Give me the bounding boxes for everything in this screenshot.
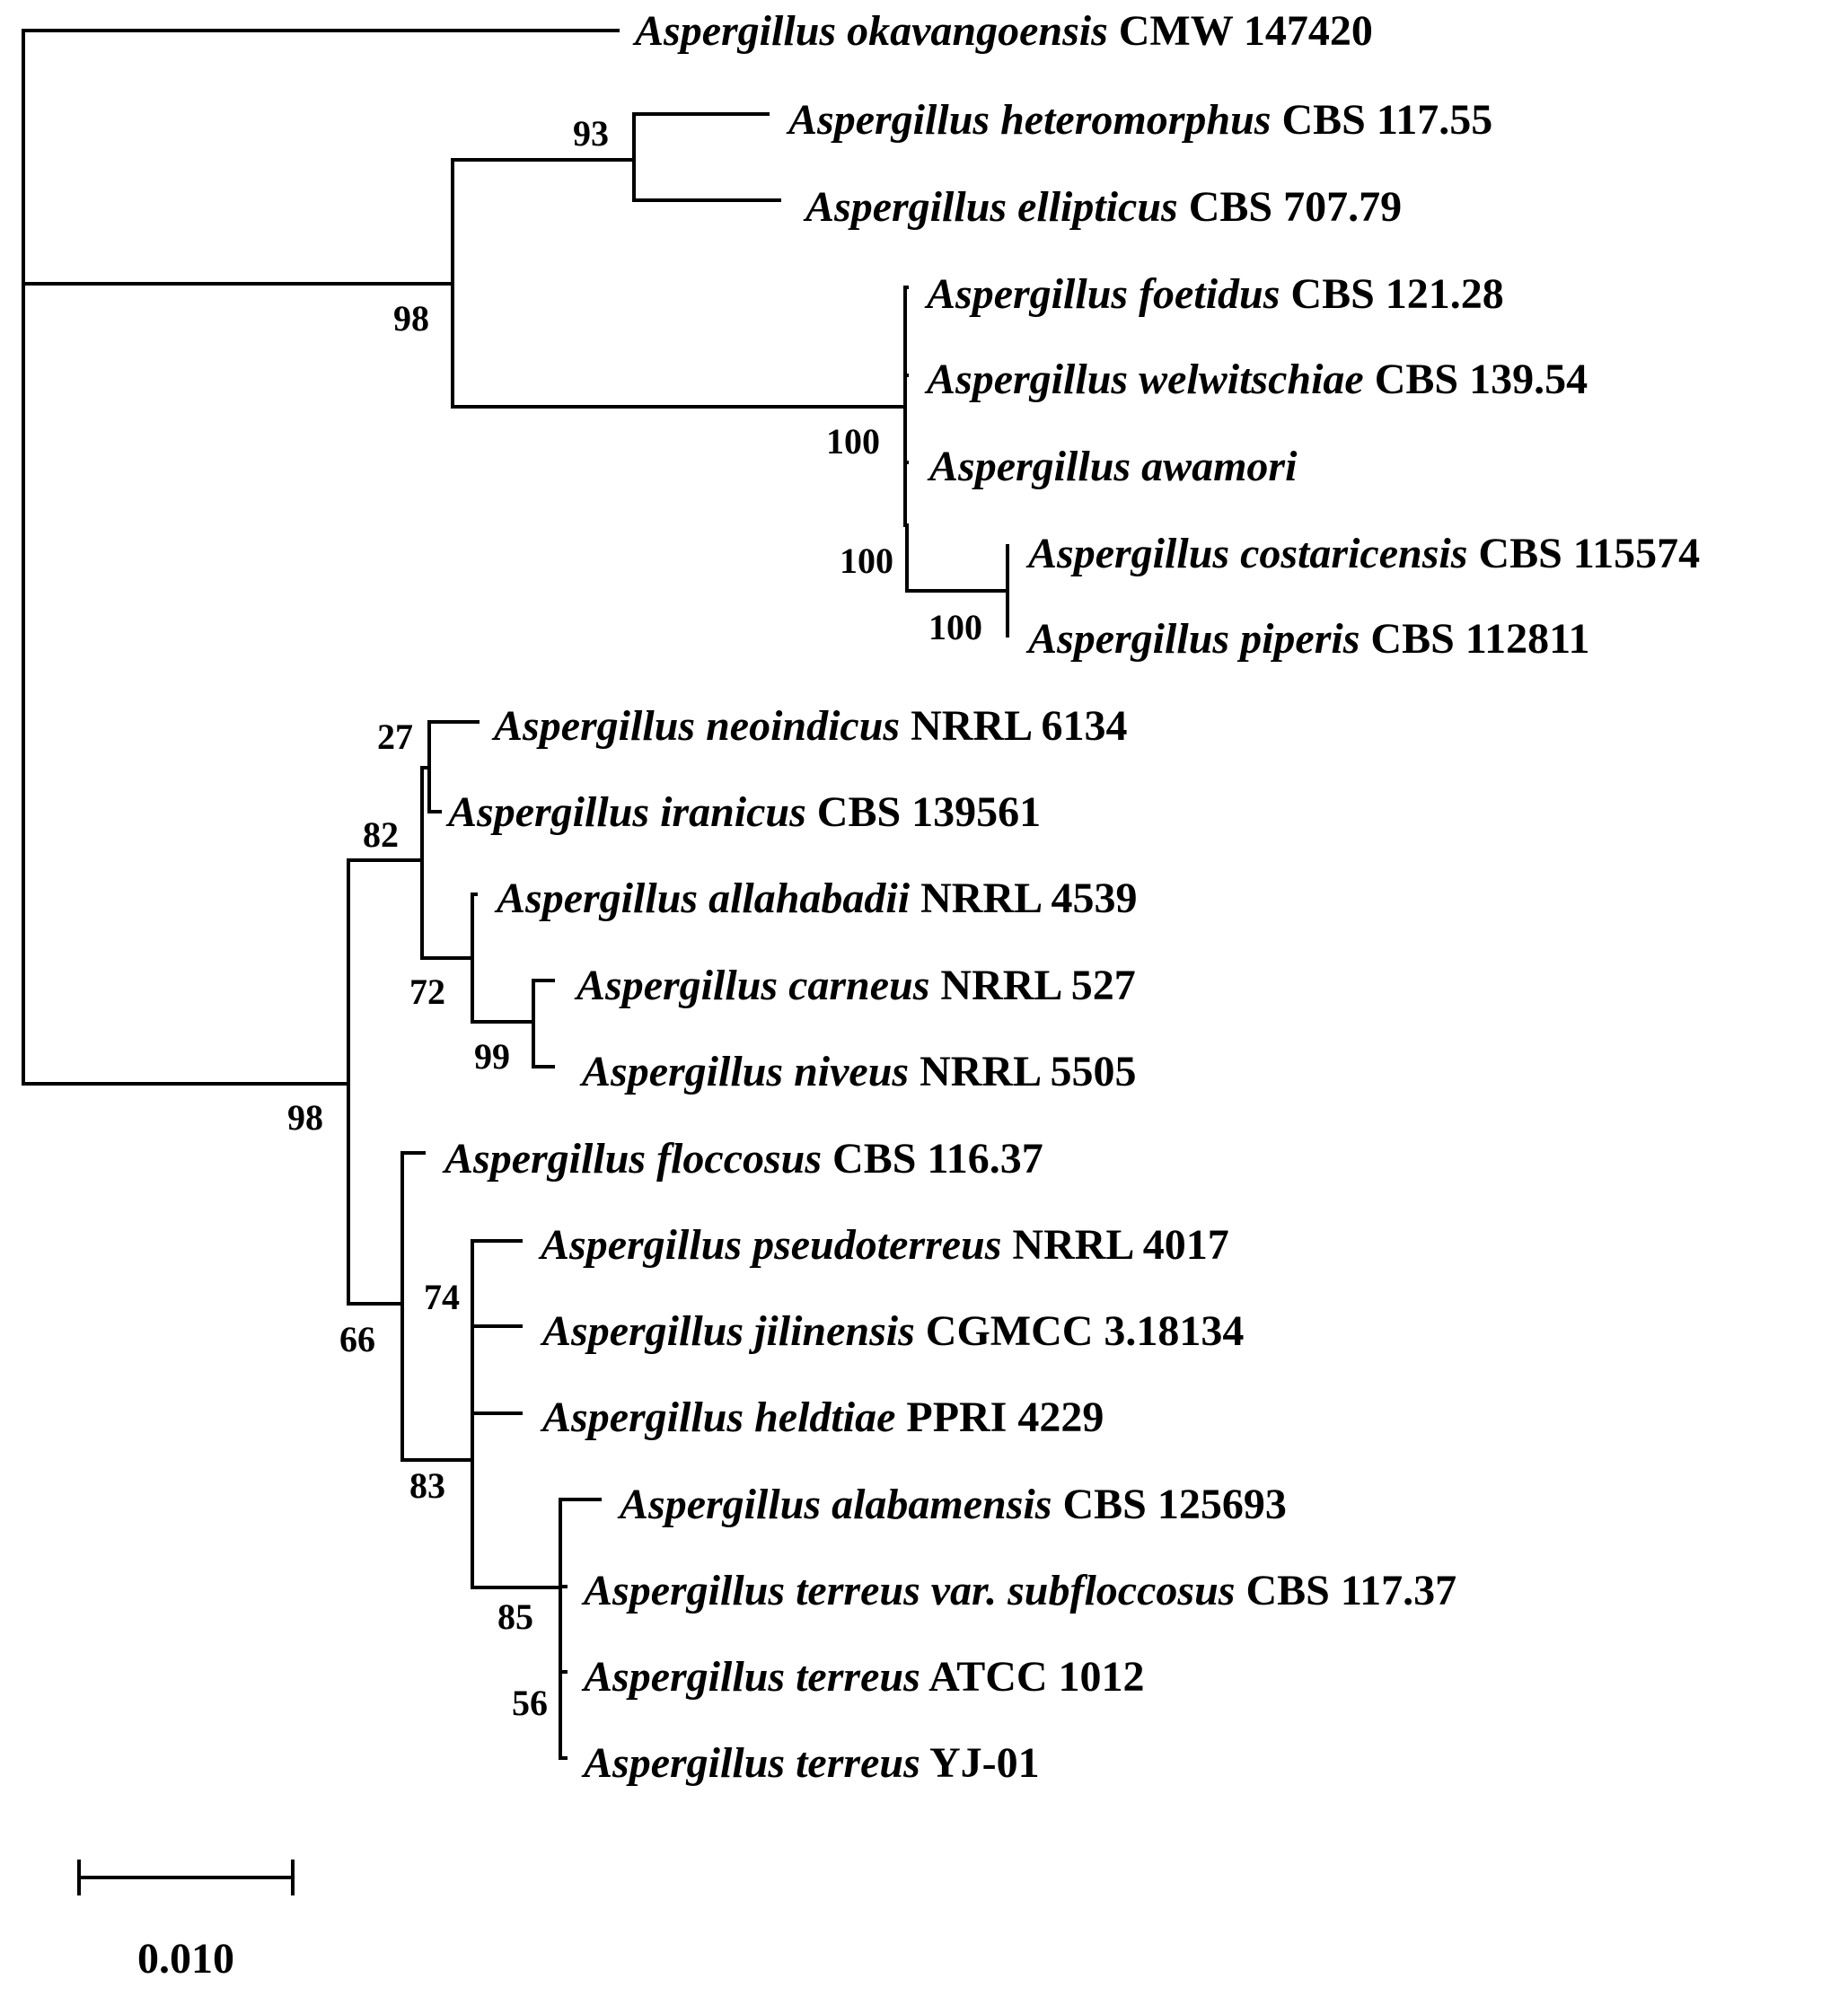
bootstrap-terreus-carneus: 98 (287, 1097, 323, 1138)
taxon-label-subfloccosus: Aspergillus terreus var. subfloccosus CB… (581, 1567, 1456, 1614)
taxon-label-terreus-yj: Aspergillus terreus YJ-01 (581, 1739, 1040, 1787)
taxon-label-iranicus: Aspergillus iranicus CBS 139561 (445, 788, 1041, 836)
taxon-label-okavangoensis: Aspergillus okavangoensis CMW 147420 (632, 7, 1373, 55)
bootstrap-niger-clade: 98 (393, 298, 429, 339)
tree-branches (22, 29, 1009, 1760)
taxon-label-neoindicus: Aspergillus neoindicus NRRL 6134 (491, 702, 1127, 750)
bootstrap-alabamensis-group: 85 (497, 1596, 533, 1637)
taxon-strain-heldtiae: PPRI 4229 (895, 1394, 1104, 1441)
taxon-label-heldtiae: Aspergillus heldtiae PPRI 4229 (540, 1394, 1104, 1441)
taxon-strain-okavangoensis: CMW 147420 (1108, 7, 1373, 55)
taxon-strain-niveus: NRRL 5505 (909, 1048, 1136, 1095)
taxon-label-pseudoterreus: Aspergillus pseudoterreus NRRL 4017 (538, 1221, 1229, 1269)
taxon-species-okavangoensis: Aspergillus okavangoensis (632, 7, 1108, 55)
bootstrap-values: 93 98 100 100 100 27 82 72 99 98 66 74 83 85 56 (287, 113, 982, 1723)
taxon-species-allahabadii: Aspergillus allahabadii (494, 875, 911, 922)
taxon-species-welwitschiae: Aspergillus welwitschiae (924, 356, 1364, 403)
taxon-strain-pseudoterreus: NRRL 4017 (1001, 1221, 1228, 1269)
taxon-strain-piperis: CBS 112811 (1360, 615, 1589, 663)
taxon-strain-welwitschiae: CBS 139.54 (1364, 356, 1588, 403)
taxon-label-terreus-atcc: Aspergillus terreus ATCC 1012 (581, 1653, 1145, 1701)
taxon-label-niveus: Aspergillus niveus NRRL 5505 (579, 1048, 1136, 1095)
taxon-species-floccosus: Aspergillus floccosus (442, 1135, 822, 1183)
bootstrap-pseudoterreus-group: 74 (424, 1277, 460, 1317)
bootstrap-costaricensis-group: 100 (840, 541, 893, 581)
taxon-strain-foetidus: CBS 121.28 (1280, 270, 1503, 318)
taxon-species-foetidus: Aspergillus foetidus (924, 270, 1280, 318)
taxon-species-alabamensis: Aspergillus alabamensis (617, 1481, 1052, 1528)
taxon-label-jilinensis: Aspergillus jilinensis CGMCC 3.18134 (540, 1307, 1244, 1355)
taxon-species-piperis: Aspergillus piperis (1025, 615, 1360, 663)
taxon-label-foetidus: Aspergillus foetidus CBS 121.28 (924, 270, 1504, 318)
bootstrap-carneus-niveus: 99 (474, 1036, 510, 1077)
taxon-species-heteromorphus: Aspergillus heteromorphus (786, 96, 1271, 144)
taxon-strain-heteromorphus: CBS 117.55 (1271, 96, 1492, 144)
scale-bar: 0.010 (77, 1860, 295, 1983)
taxon-strain-neoindicus: NRRL 6134 (900, 702, 1127, 750)
taxon-species-costaricensis: Aspergillus costaricensis (1025, 530, 1467, 577)
taxon-label-allahabadii: Aspergillus allahabadii NRRL 4539 (494, 875, 1137, 922)
taxon-strain-ellipticus: CBS 707.79 (1178, 183, 1402, 231)
taxon-strain-allahabadii: NRRL 4539 (910, 875, 1137, 922)
bootstrap-niger-core: 100 (826, 421, 880, 462)
taxon-labels: Aspergillus okavangoensis CMW 147420Aspe… (442, 7, 1700, 1787)
taxon-label-carneus: Aspergillus carneus NRRL 527 (574, 962, 1136, 1009)
taxon-strain-iranicus: CBS 139561 (806, 788, 1041, 836)
taxon-species-terreus-yj: Aspergillus terreus (581, 1739, 920, 1787)
taxon-label-costaricensis: Aspergillus costaricensis CBS 115574 (1025, 530, 1700, 577)
taxon-strain-carneus: NRRL 527 (929, 962, 1135, 1009)
taxon-label-welwitschiae: Aspergillus welwitschiae CBS 139.54 (924, 356, 1588, 403)
taxon-label-awamori: Aspergillus awamori (927, 443, 1298, 490)
taxon-species-pseudoterreus: Aspergillus pseudoterreus (538, 1221, 1001, 1269)
scale-bar-label: 0.010 (137, 1935, 234, 1983)
taxon-label-piperis: Aspergillus piperis CBS 112811 (1025, 615, 1589, 663)
taxon-species-heldtiae: Aspergillus heldtiae (540, 1394, 895, 1441)
bootstrap-allahabadii-group: 72 (409, 972, 445, 1012)
bootstrap-neoindicus-iranicus: 27 (377, 717, 413, 757)
bootstrap-carneus-section: 82 (363, 814, 399, 855)
taxon-species-subfloccosus: Aspergillus terreus var. subfloccosus (581, 1567, 1235, 1614)
taxon-species-awamori: Aspergillus awamori (927, 443, 1298, 490)
taxon-strain-terreus-atcc: ATCC 1012 (920, 1653, 1145, 1701)
taxon-species-iranicus: Aspergillus iranicus (445, 788, 806, 836)
bootstrap-terreus-core: 83 (409, 1465, 445, 1506)
taxon-species-carneus: Aspergillus carneus (574, 962, 929, 1009)
taxon-species-ellipticus: Aspergillus ellipticus (803, 183, 1178, 231)
taxon-label-heteromorphus: Aspergillus heteromorphus CBS 117.55 (786, 96, 1492, 144)
bootstrap-terreus-atcc-yj: 56 (512, 1683, 548, 1723)
taxon-strain-floccosus: CBS 116.37 (822, 1135, 1043, 1183)
taxon-strain-subfloccosus: CBS 117.37 (1235, 1567, 1456, 1614)
bootstrap-terreus-section: 66 (339, 1319, 375, 1359)
taxon-strain-costaricensis: CBS 115574 (1467, 530, 1700, 577)
taxon-label-ellipticus: Aspergillus ellipticus CBS 707.79 (803, 183, 1402, 231)
taxon-label-alabamensis: Aspergillus alabamensis CBS 125693 (617, 1481, 1287, 1528)
taxon-strain-alabamensis: CBS 125693 (1052, 1481, 1286, 1528)
bootstrap-heteromorphus-ellipticus: 93 (573, 113, 609, 154)
taxon-species-jilinensis: Aspergillus jilinensis (540, 1307, 915, 1355)
taxon-strain-jilinensis: CGMCC 3.18134 (915, 1307, 1245, 1355)
taxon-species-neoindicus: Aspergillus neoindicus (491, 702, 900, 750)
taxon-species-niveus: Aspergillus niveus (579, 1048, 909, 1095)
taxon-species-terreus-atcc: Aspergillus terreus (581, 1653, 920, 1701)
taxon-strain-terreus-yj: YJ-01 (920, 1739, 1040, 1787)
taxon-label-floccosus: Aspergillus floccosus CBS 116.37 (442, 1135, 1043, 1183)
bootstrap-costaricensis-piperis: 100 (928, 607, 982, 647)
